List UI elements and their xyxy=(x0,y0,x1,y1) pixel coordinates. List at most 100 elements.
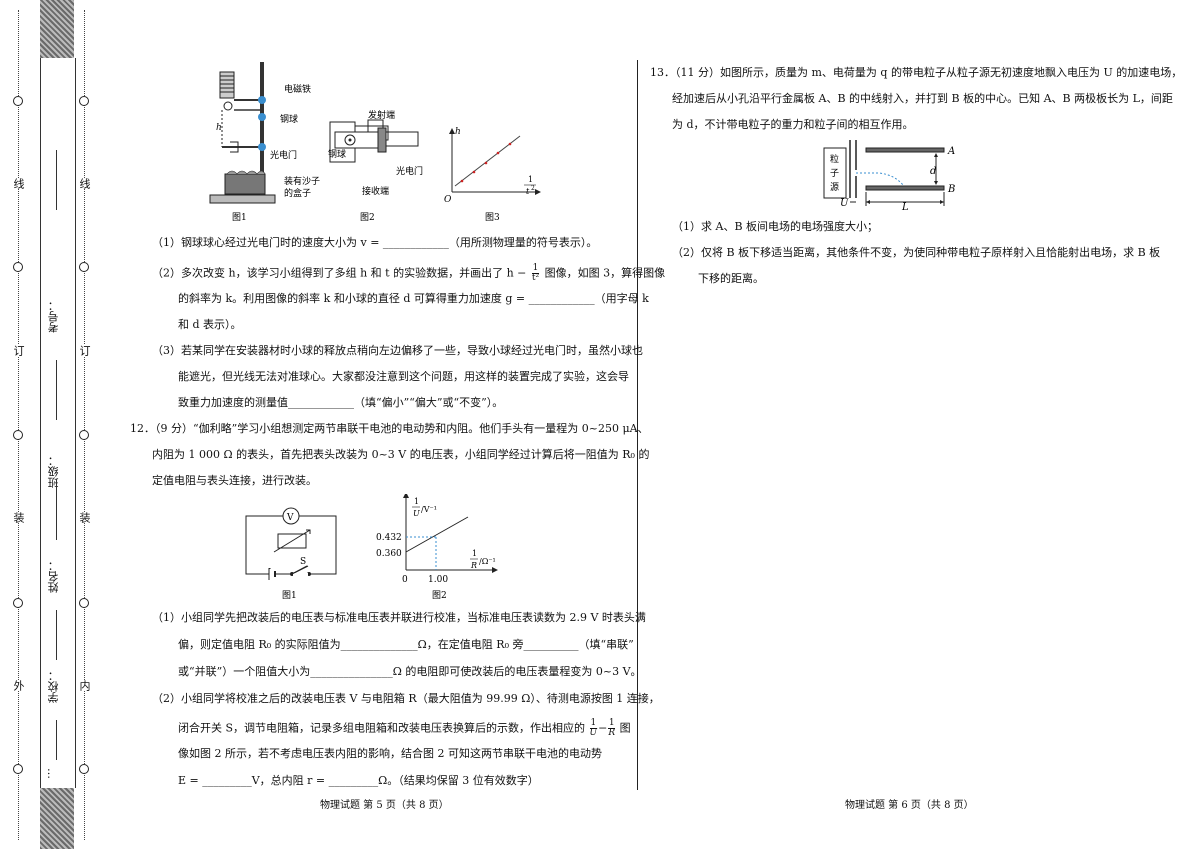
binding-hole-icon xyxy=(13,262,23,272)
q11-part3-a: （3）若某同学在安装器材时小球的释放点稍向左边偏移了一些，导致小球经过光电门时，… xyxy=(152,344,643,357)
q13-figure: 粒 子 源 A B d U L xyxy=(823,140,955,213)
ellipsis-mark: … xyxy=(45,768,58,779)
fig2-label-ball: 钢球 xyxy=(328,148,346,160)
q11-figures: 电磁铁 钢球 h 光电门 装有沙子 的盒子 图1 发射端 钢球 光电门 接收端 … xyxy=(209,62,541,223)
graph-tick-100: 1.00 xyxy=(428,575,448,585)
class-label: 班级： xyxy=(47,455,60,488)
outer-seal-mark: 装 xyxy=(12,512,25,523)
fig2-caption: 图2 xyxy=(360,212,375,223)
fig1-apparatus xyxy=(209,62,276,204)
source-label-3: 源 xyxy=(830,182,839,193)
graph-x-num: 1 xyxy=(472,549,477,558)
graph-y-num: 1 xyxy=(414,497,419,506)
q12-line3: 定值电阻与表头连接，进行改装。 xyxy=(152,474,317,487)
q12-frac-u: 1 U xyxy=(589,718,598,738)
q13-line2: 经加速后从小孔沿平行金属板 A、B 的中线射入，并打到 B 板的中心。已知 A、… xyxy=(672,92,1173,105)
plate-A-label: A xyxy=(947,146,955,157)
q13-part1: （1）求 A、B 板间电场的电场强度大小； xyxy=(672,220,879,233)
school-line xyxy=(56,610,57,660)
voltage-U-label: U xyxy=(840,198,849,209)
q12-frac-r: 1 R xyxy=(608,718,616,738)
graph-tick-0: 0 xyxy=(402,575,408,585)
graph-y-label: /V⁻¹ xyxy=(421,505,437,514)
binding-hole-icon xyxy=(13,430,23,440)
q11-part2-d: 和 d 表示）。 xyxy=(178,318,242,331)
fig2-photogate xyxy=(329,119,419,163)
binding-hole-icon xyxy=(79,96,89,106)
q12-graph xyxy=(403,494,498,573)
fig2-label-recv: 接收端 xyxy=(362,185,389,197)
school-label: 学校： xyxy=(47,670,60,703)
footer-page5: 物理试题 第 5 页（共 8 页） xyxy=(320,800,449,811)
inner-line-mark: 线 xyxy=(78,178,91,189)
battery-gap xyxy=(269,569,276,579)
graph-tick-0360: 0.360 xyxy=(376,549,402,559)
binding-strip xyxy=(6,0,116,849)
plate-B-label: B xyxy=(947,184,955,195)
fig3-label-x-den: t xyxy=(526,187,530,196)
q12-part2-b: 闭合开关 S，调节电阻箱，记录多组电阻箱和改装电压表换算后的示数，作出相应的 1… xyxy=(178,718,631,738)
outer-line-mark: 线 xyxy=(12,178,25,189)
binding-hole-icon xyxy=(79,262,89,272)
binding-hole-icon xyxy=(79,764,89,774)
q13-part2-b: 下移的距离。 xyxy=(698,272,764,285)
fig2-label-gate: 光电门 xyxy=(396,165,423,177)
graph-tick-0432: 0.432 xyxy=(376,533,402,543)
binding-hole-icon xyxy=(13,598,23,608)
fig1-caption: 图1 xyxy=(232,212,247,223)
q12-part1-b: 偏，则定值电阻 R₀ 的实际阻值为______________Ω，在定值电阻 R… xyxy=(178,638,634,651)
column-separator xyxy=(637,60,638,790)
graph-x-den: R xyxy=(470,561,477,570)
exam-no-line xyxy=(56,150,57,210)
footer-page6: 物理试题 第 6 页（共 8 页） xyxy=(845,800,974,811)
q11-part3-b: 能遮光，但光线无法对准球心。大家都没注意到这个问题，用这样的装置完成了实验，这会… xyxy=(178,370,629,383)
q11-part2-c: 的斜率为 k。利用图像的斜率 k 和小球的直径 d 可算得重力加速度 g = _… xyxy=(178,292,649,305)
source-label-2: 子 xyxy=(830,168,839,179)
name-line xyxy=(56,480,57,540)
outer-out-mark: 外 xyxy=(12,680,25,691)
fig3-label-y: h xyxy=(455,127,461,137)
q12-part1-a: （1）小组同学先把改装后的电压表与标准电压表并联进行校准，当标准电压表读数为 2… xyxy=(152,611,646,624)
q13-part2-a: （2）仅将 B 板下移适当距离，其他条件不变，为使同种带电粒子原样射入且恰能射出… xyxy=(672,246,1161,259)
inner-bind-mark: 订 xyxy=(78,345,91,356)
inner-in-mark: 内 xyxy=(78,680,91,691)
q12-line2: 内阻为 1 000 Ω 的表头，首先把表头改装为 0~3 V 的电压表，小组同学… xyxy=(152,448,650,461)
particle-trajectory xyxy=(856,172,905,187)
outer-dotted-line xyxy=(18,10,19,840)
extra-line xyxy=(56,720,57,760)
particle-source-box xyxy=(823,147,847,199)
graph-caption: 图2 xyxy=(432,590,447,601)
length-L-label: L xyxy=(901,202,909,213)
q12-figures: V S 图1 1 U /V⁻¹ 1 R /Ω⁻¹ 0.432 0.360 0 1… xyxy=(245,494,498,601)
gap-d-label: d xyxy=(930,166,936,177)
q12-part2-c: 像如图 2 所示，若不考虑电压表内阻的影响，结合图 2 可知这两节串联干电池的电… xyxy=(178,747,602,760)
fig3-origin: O xyxy=(444,195,452,205)
q11-part2-a: （2）多次改变 h，该学习小组得到了多组 h 和 t 的实验数据，并画出了 h … xyxy=(152,263,666,283)
outer-bind-mark: 订 xyxy=(12,345,25,356)
binding-hole-icon xyxy=(13,764,23,774)
exam-no-label: 考号： xyxy=(47,300,60,333)
q12-part1-c: 或“并联”）一个阻值大小为_______________Ω 的电阻即可使改装后的… xyxy=(178,665,642,678)
plate-A xyxy=(865,147,945,153)
graph-x-label: /Ω⁻¹ xyxy=(479,557,496,566)
q13-line3: 为 d，不计带电粒子的重力和粒子间的相互作用。 xyxy=(672,118,914,131)
inner-dotted-line xyxy=(84,10,85,840)
fig1-label-ball: 钢球 xyxy=(280,113,298,125)
switch-gap xyxy=(293,573,308,576)
fig1-label-box2: 的盒子 xyxy=(284,187,311,199)
class-line xyxy=(56,360,57,420)
switch-icon xyxy=(291,565,308,575)
graph-y-den: U xyxy=(413,509,420,518)
binding-hole-icon xyxy=(79,430,89,440)
fig3-caption: 图3 xyxy=(485,212,500,223)
voltmeter-label: V xyxy=(286,513,294,523)
fig3-label-x-num: 1 xyxy=(528,175,533,184)
switch-label: S xyxy=(300,557,306,567)
q11-part1: （1）钢球球心经过光电门时的速度大小为 v = ____________（用所测… xyxy=(152,236,598,249)
inner-seal-mark: 装 xyxy=(78,512,91,523)
name-label: 姓名： xyxy=(47,560,60,593)
fig1-label-gate: 光电门 xyxy=(270,149,297,161)
fig3-label-x-exp: 2 xyxy=(531,185,535,192)
q13-line1: 13．（11 分）如图所示，质量为 m、电荷量为 q 的带电粒子从粒子源无初速度… xyxy=(650,66,1183,79)
fig1-label-box1: 装有沙子 xyxy=(284,175,320,187)
